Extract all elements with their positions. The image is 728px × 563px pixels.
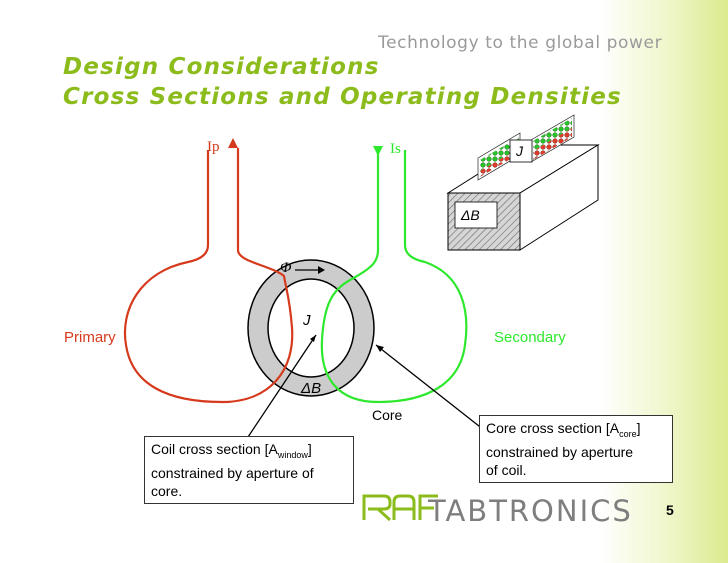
core-note-subscript: core (619, 428, 637, 439)
core-label: Core (372, 407, 403, 423)
slide-subtitle: Cross Sections and Operating Densities (63, 84, 622, 110)
primary-arrow-up (228, 138, 238, 148)
core-note-suffix: ] (636, 420, 641, 436)
slide-title: Design Considerations (63, 54, 380, 80)
inset-winding-blocks (477, 114, 575, 181)
core-block-inset (446, 144, 600, 251)
coil-note-line3: core. (151, 482, 183, 499)
secondary-current-label: Is (390, 141, 401, 157)
page-number: 5 (666, 502, 674, 518)
flux-symbol: Φ (280, 260, 292, 276)
core-pointer-head (376, 345, 384, 352)
tagline: Technology to the global power (378, 33, 663, 53)
core-note-line2: constrained by aperture (486, 443, 634, 460)
inset-current-density: J (516, 143, 523, 159)
core-toroid (247, 259, 375, 397)
coil-pointer-line (245, 334, 317, 441)
core-cross-section-note: Core cross section [Acore] constrained b… (479, 415, 673, 483)
coil-cross-section-note: Coil cross section [Awindow] constrained… (144, 436, 354, 504)
primary-current-label: Ip (207, 139, 220, 155)
flux-arrow-head (318, 266, 325, 274)
coil-note-suffix: ] (307, 441, 312, 457)
core-pointer-line (375, 344, 485, 431)
core-note-prefix: Core cross section [A (486, 420, 620, 436)
core-flux-density-label: ΔB (301, 380, 322, 397)
secondary-arrow-down (373, 146, 383, 156)
raf-logo-icon (362, 494, 438, 522)
primary-winding (123, 148, 294, 404)
coil-note-prefix: Coil cross section [A (151, 441, 278, 457)
coil-note-line2: constrained by aperture of (151, 464, 314, 481)
primary-label: Primary (64, 329, 116, 346)
coil-note-subscript: window (277, 449, 308, 460)
secondary-winding (320, 150, 468, 404)
core-note-line3: of coil. (486, 461, 527, 478)
company-logo-text: TABTRONICS (428, 494, 633, 528)
inset-flux-density: ΔB (461, 207, 480, 223)
secondary-label: Secondary (494, 329, 566, 346)
current-density-label: J (303, 312, 311, 329)
coil-pointer-head (310, 335, 316, 342)
